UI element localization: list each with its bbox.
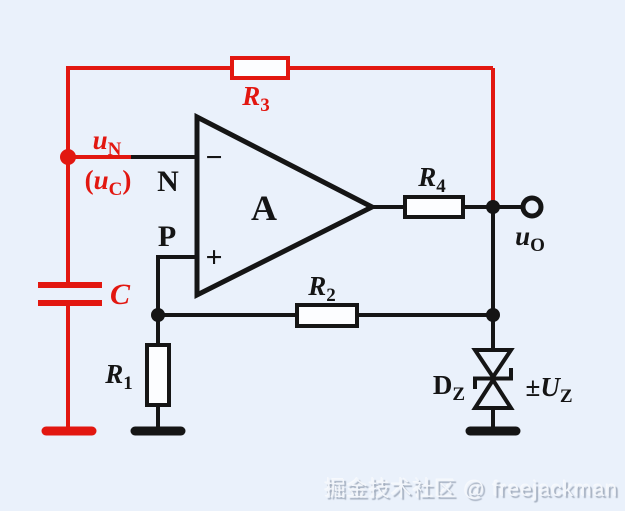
label-uz: ±UZ bbox=[525, 372, 572, 407]
opamp-inverting-sign: − bbox=[205, 141, 222, 174]
watermark: 掘金技术社区 @ freejackman bbox=[324, 478, 618, 501]
label-dz: DZ bbox=[433, 370, 465, 405]
opamp-noninverting-sign: + bbox=[205, 241, 222, 274]
label-p-terminal: P bbox=[158, 220, 176, 253]
opamp-triangle bbox=[194, 112, 378, 300]
label-r4: R4 bbox=[417, 162, 446, 197]
signal-wires bbox=[130, 155, 523, 436]
node-r2-zener-junction bbox=[486, 308, 500, 322]
label-c: C bbox=[110, 278, 131, 311]
label-uo: uO bbox=[515, 221, 545, 256]
node-output-junction bbox=[486, 200, 500, 214]
node-inverting-junction bbox=[60, 149, 76, 165]
zener-diode-dz bbox=[471, 348, 515, 410]
label-uc: (uC) bbox=[85, 165, 132, 200]
output-terminal bbox=[520, 195, 544, 219]
node-p-junction bbox=[151, 308, 165, 322]
wire-noninverting-input bbox=[156, 255, 197, 315]
resistor-r3-body bbox=[230, 56, 290, 80]
resistor-r2-body bbox=[295, 303, 359, 328]
resistor-r1-body bbox=[145, 343, 171, 407]
zener-cathode-bar bbox=[473, 368, 513, 389]
label-r2: R2 bbox=[307, 271, 336, 306]
wire-top-feedback bbox=[66, 66, 493, 157]
zener-bottom-triangle bbox=[471, 376, 515, 410]
label-un: uN bbox=[93, 125, 122, 160]
label-r3: R3 bbox=[241, 81, 270, 116]
label-opamp-a: A bbox=[251, 188, 277, 228]
zener-top-triangle bbox=[471, 348, 515, 381]
resistor-r4-body bbox=[403, 195, 465, 219]
label-r1: R1 bbox=[104, 359, 133, 394]
rc-feedback-network bbox=[38, 56, 495, 436]
label-n-terminal: N bbox=[157, 165, 179, 198]
